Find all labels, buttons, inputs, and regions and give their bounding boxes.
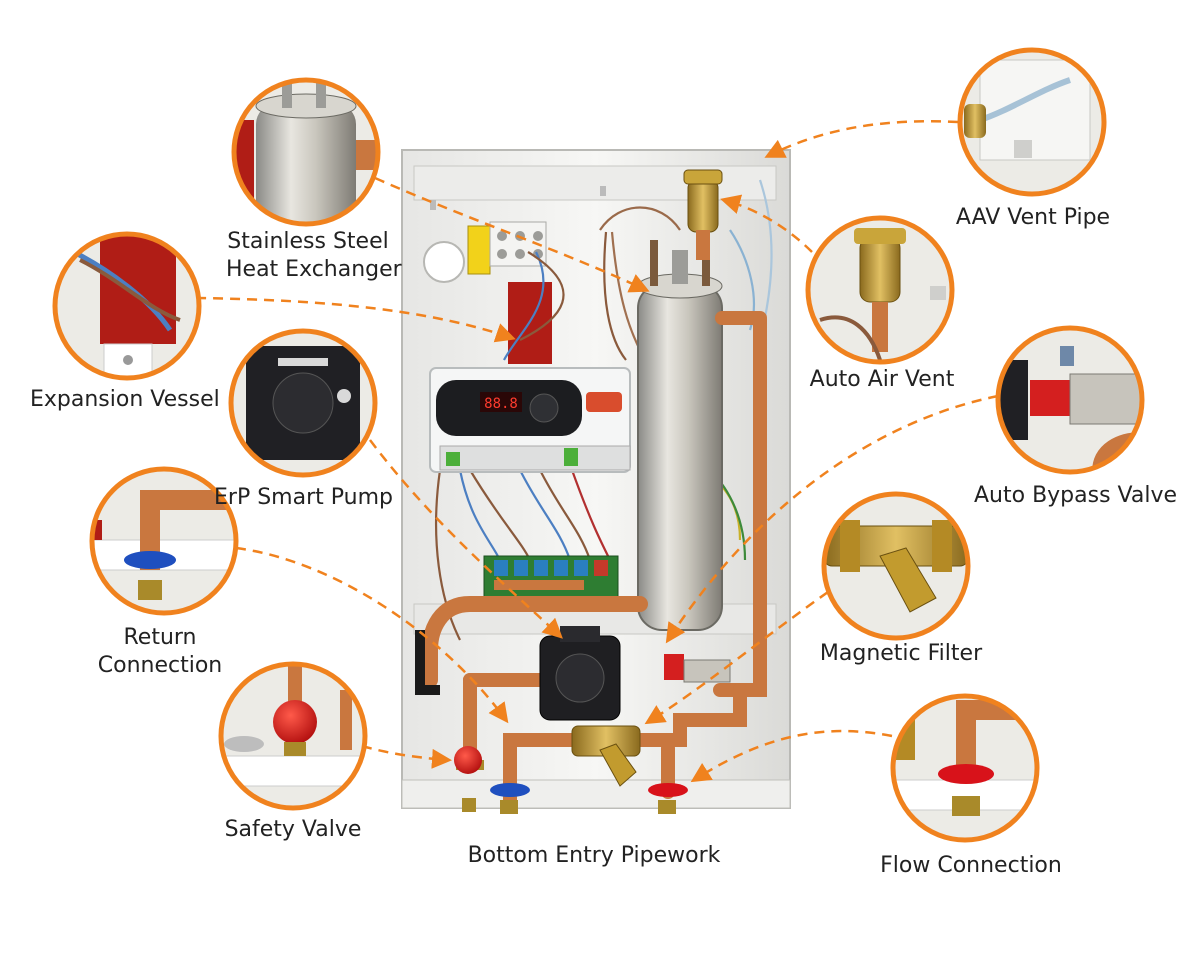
connector-flow: [690, 729, 893, 783]
heat-exchanger-icon: [231, 77, 381, 227]
connector-pump: [369, 439, 563, 639]
label-line: Auto Bypass Valve: [974, 483, 1178, 508]
air-vent-icon: [805, 215, 955, 365]
label-line: Heat Exchanger: [226, 257, 402, 282]
label-line: ErP Smart Pump: [214, 485, 393, 510]
label-line: Expansion Vessel: [30, 387, 220, 412]
bottom-fittings: [454, 746, 688, 814]
flow-pipe-icon: [890, 693, 1040, 843]
pipe-clip: [415, 630, 440, 695]
wiring: [434, 179, 773, 641]
label-bottom-entry-pipework: Bottom Entry Pipework: [466, 842, 722, 870]
connector-safety-valve: [361, 744, 452, 769]
connector-magnetic-filter: [644, 590, 829, 725]
connector-lines: [195, 119, 999, 783]
label-aav-vent-pipe: AAV Vent Pipe: [954, 204, 1112, 232]
terminal-pcb: [483, 555, 619, 601]
magnetic-filter-body: [571, 725, 641, 787]
label-line: Magnetic Filter: [819, 641, 983, 666]
bypass-valve: [664, 654, 731, 683]
terminal-block: [467, 221, 547, 275]
return-pipe-icon: [89, 466, 239, 616]
label-line: Bottom Entry Pipework: [467, 843, 721, 868]
pump-body: [539, 626, 621, 721]
label-stainless-steel-heat-exchanger: Stainless Steel Heat Exchanger: [226, 228, 402, 284]
heat-exchanger-cylinder: [637, 240, 723, 631]
expansion-vessel-icon: [52, 231, 202, 381]
connector-return: [235, 546, 509, 724]
connector-bypass-valve: [665, 394, 999, 644]
filter-icon: [821, 491, 971, 641]
pump-icon: [228, 328, 378, 478]
label-line: AAV Vent Pipe: [955, 205, 1111, 230]
label-line: Auto Air Vent: [809, 367, 955, 392]
label-line: Return: [123, 625, 197, 650]
vent-pipe-icon: [957, 47, 1107, 197]
label-erp-smart-pump: ErP Smart Pump: [214, 484, 393, 512]
label-return-connection: Return Connection: [86, 624, 234, 680]
label-line: Flow Connection: [880, 853, 1062, 878]
connector-expansion-vessel: [195, 296, 516, 343]
control-panel: 88.8: [429, 367, 631, 473]
label-line: Stainless Steel: [227, 229, 389, 254]
connector-heat-exchanger: [374, 176, 650, 293]
label-line: Safety Valve: [224, 817, 362, 842]
label-safety-valve: Safety Valve: [222, 816, 364, 844]
safety-valve-icon: [218, 661, 368, 811]
bypass-valve-icon: [995, 325, 1145, 475]
copper-pipework: [422, 311, 767, 807]
label-expansion-vessel: Expansion Vessel: [30, 386, 220, 414]
label-line: Connection: [97, 653, 223, 678]
display-readout: 88.8: [484, 396, 518, 412]
connector-vent-pipe: [764, 119, 959, 158]
auto-air-vent-body: [683, 169, 723, 260]
label-magnetic-filter: Magnetic Filter: [818, 640, 984, 668]
label-flow-connection: Flow Connection: [876, 852, 1066, 880]
label-auto-bypass-valve: Auto Bypass Valve: [974, 482, 1178, 510]
connector-auto-air-vent: [720, 194, 813, 253]
label-auto-air-vent: Auto Air Vent: [806, 366, 958, 394]
